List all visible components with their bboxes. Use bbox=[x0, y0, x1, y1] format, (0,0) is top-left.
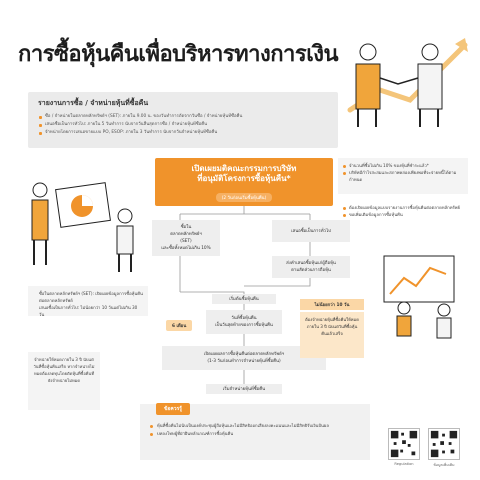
disclosure-box: ต้องเปิดเผยข้อมูลแบบรายงานการซื้อหุ้นคืน… bbox=[338, 200, 468, 230]
condition-item: บริษัทมีกำไรสะสมและสภาพคล่องเพียงพอที่จะ… bbox=[343, 169, 463, 183]
qr-code-icon[interactable] bbox=[428, 428, 460, 460]
disposal-warning-box: จำหน่ายให้หมดภายใน 3 ปี นับแต่วันที่ซื้อ… bbox=[28, 352, 100, 410]
report-title: รายงานการซื้อ / จำหน่ายหุ้นที่ซื้อคืน bbox=[38, 99, 149, 107]
offer-line: ตามสัดส่วนการถือหุ้น bbox=[291, 268, 331, 273]
board-resolution-box: เปิดเผยมติคณะกรรมการบริษัท ที่อนุมัติโคร… bbox=[155, 158, 333, 206]
end-line: เป็นวันสุดท้ายของการซื้อหุ้นคืน bbox=[215, 323, 273, 328]
report-item: เสนอซื้อเป็นการทั่วไป: ภายใน 5 วันทำการ … bbox=[38, 121, 328, 129]
set-purchase-box: ซื้อใน ตลาดหลักทรัพย์ฯ (SET) และซื้อทั้ง… bbox=[152, 220, 220, 256]
sell-label: เริ่มจำหน่ายหุ้นที่ซื้อคืน bbox=[222, 386, 266, 392]
line-chart-icon bbox=[389, 266, 447, 295]
offer-line: ส่งคำเสนอซื้อหุ้นแก่ผู้ถือหุ้น bbox=[286, 261, 336, 266]
note-item: ซื้อในตลาดหลักทรัพย์ฯ (SET): เปิดเผยข้อม… bbox=[39, 291, 143, 303]
disclosure-item: ขอเพิ่มเติมข้อมูลการซื้อหุ้นคืน bbox=[343, 211, 463, 218]
page-title: การซื้อหุ้นคืนเพื่อบริหารทางการเงิน bbox=[18, 42, 339, 67]
qr-left-label: Regulation bbox=[394, 462, 414, 466]
start-buyback-box: เริ่มต้นซื้อหุ้นคืน bbox=[212, 294, 276, 304]
chart-presenters-illustration bbox=[383, 255, 455, 339]
report-item: ซื้อ / จำหน่ายในตลาดหลักทรัพย์ฯ (SET): ภ… bbox=[38, 113, 328, 121]
orange-line1: เปิดเผยมติคณะกรรมการบริษัท bbox=[191, 164, 297, 173]
start-selling-box: เริ่มจำหน่ายหุ้นที่ซื้อคืน bbox=[206, 384, 282, 394]
handshake-illustration bbox=[347, 38, 468, 127]
knowledge-item: หุ้นที่ซื้อคืนไม่นับเป็นองค์ประชุมผู้ถือ… bbox=[150, 422, 370, 430]
condition-item: จำนวนที่ซื้อไม่เกิน 10% ของหุ้นที่ชำระแล… bbox=[343, 162, 463, 169]
end-line: วันที่ซื้อหุ้นคืน bbox=[231, 316, 257, 321]
set-line: ตลาดหลักทรัพย์ฯ bbox=[170, 232, 202, 237]
report-line: เปิดเผยผลการซื้อหุ้นคืนต่อตลาดหลักทรัพย์… bbox=[203, 352, 284, 357]
knowledge-item: บทลงโทษผู้ที่ฝ่าฝืนหลักเกณฑ์การซื้อหุ้นค… bbox=[150, 430, 370, 438]
timeline-label: ไม่น้อยกว่า 10 วัน bbox=[300, 299, 364, 310]
orange-line3: (2 วันก่อนเริ่มซื้อหุ้นคืน) bbox=[215, 193, 273, 202]
set-line: ซื้อใน bbox=[180, 225, 192, 230]
disclose-result-box: เปิดเผยผลการซื้อหุ้นคืนต่อตลาดหลักทรัพย์… bbox=[162, 346, 326, 370]
set-line: (SET) bbox=[180, 239, 192, 244]
start-label: เริ่มต้นซื้อหุ้นคืน bbox=[229, 296, 259, 302]
conditions-box: จำนวนที่ซื้อไม่เกิน 10% ของหุ้นที่ชำระแล… bbox=[338, 158, 468, 194]
qr-right-label: ข้อมูลเพิ่มเติม bbox=[433, 463, 455, 467]
note-item: เสนอซื้อเป็นการทั่วไป: ไม่น้อยกว่า 10 วั… bbox=[39, 305, 138, 317]
report-box: รายงานการซื้อ / จำหน่ายหุ้นที่ซื้อคืน ซื… bbox=[28, 92, 338, 148]
timeline-box: ต้องจำหน่ายหุ้นที่ซื้อคืนให้หมดภายใน 3 ป… bbox=[300, 312, 364, 358]
report-line: (1-3 วันก่อนทำการจำหน่ายหุ้นที่ซื้อคืน) bbox=[207, 359, 281, 364]
offer-label: เสนอซื้อเป็นการทั่วไป bbox=[291, 228, 331, 234]
orange-line2: ที่อนุมัติโครงการซื้อหุ้นคืน* bbox=[197, 174, 291, 183]
flow-connectors bbox=[179, 206, 311, 384]
knowledge-label: ข้อควรรู้ bbox=[156, 403, 190, 415]
tender-offer-box: เสนอซื้อเป็นการทั่วไป bbox=[272, 220, 350, 242]
end-buyback-box: วันที่ซื้อหุ้นคืน เป็นวันสุดท้ายของการซื… bbox=[206, 310, 282, 334]
qr-code-icon[interactable] bbox=[388, 428, 420, 460]
presenter-illustration bbox=[31, 182, 134, 272]
six-months-tag: 6 เดือน bbox=[166, 320, 193, 331]
method-notes-box: ซื้อในตลาดหลักทรัพย์ฯ (SET): เปิดเผยข้อม… bbox=[28, 286, 148, 317]
report-item: จำหน่ายโดยการเสนอขายแบบ PO, ESOP: ภายใน … bbox=[38, 129, 328, 137]
set-line: และซื้อทั้งหมดไม่เกิน 10% bbox=[161, 246, 211, 251]
disclosure-item: ต้องเปิดเผยข้อมูลแบบรายงานการซื้อหุ้นคืน… bbox=[343, 204, 463, 211]
send-offer-box: ส่งคำเสนอซื้อหุ้นแก่ผู้ถือหุ้น ตามสัดส่ว… bbox=[272, 256, 350, 278]
